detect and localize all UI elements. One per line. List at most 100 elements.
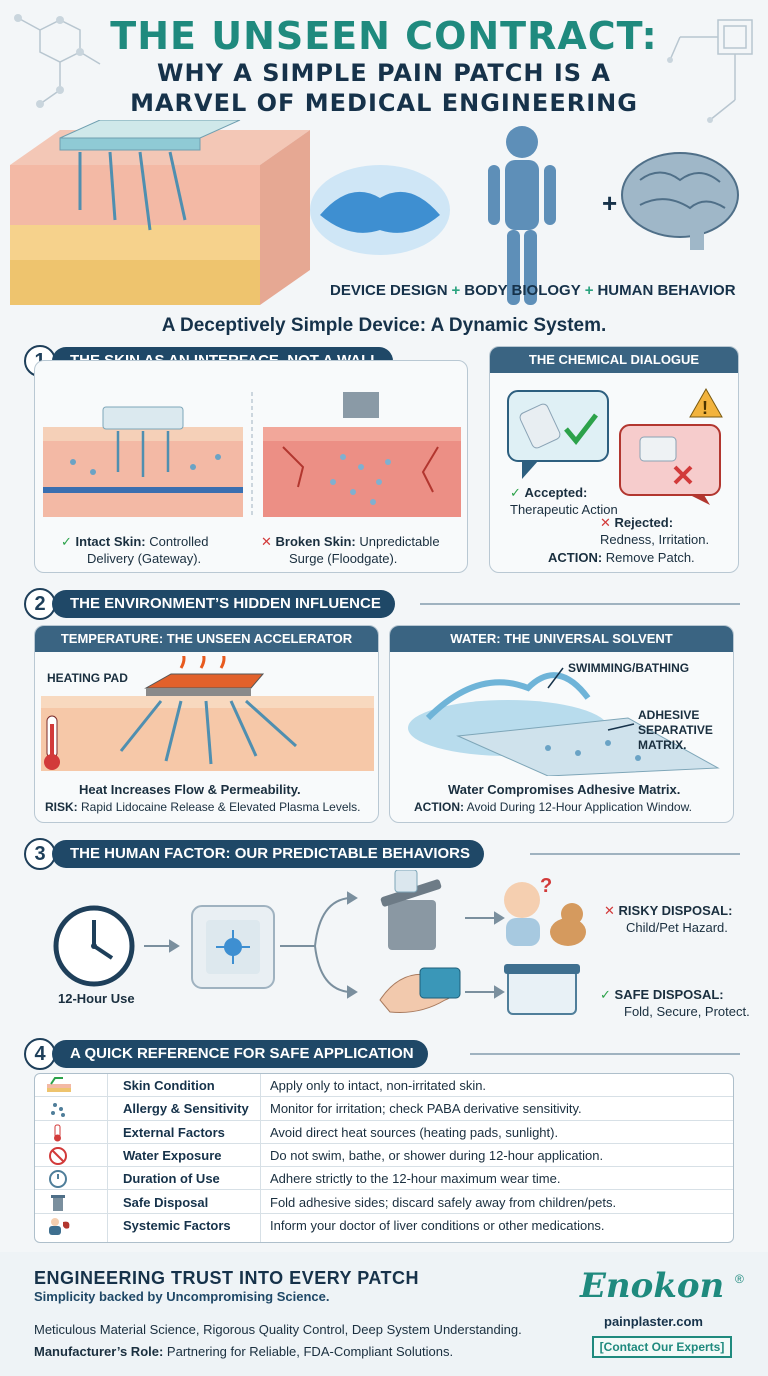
- temperature-risk: RISK: Rapid Lidocaine Release & Elevated…: [45, 799, 361, 816]
- chemical-dialogue-card: THE CHEMICAL DIALOGUE ! ✓ Accepted: Ther…: [489, 346, 739, 573]
- table-divider: [260, 1074, 261, 1242]
- adhesive-label: ADHESIVE SEPARATIVE MATRIX.: [638, 708, 713, 753]
- section-3-title: THE HUMAN FACTOR: OUR PREDICTABLE BEHAVI…: [52, 840, 485, 868]
- water-card: WATER: THE UNIVERSAL SOLVENT SWIMMING/BA…: [389, 625, 734, 823]
- row-description: Monitor for irritation; check PABA deriv…: [270, 1101, 582, 1117]
- risky-disposal: ✕ RISKY DISPOSAL: Child/Pet Hazard.: [604, 902, 732, 936]
- skin-block-icon: [10, 120, 310, 305]
- accepted-bubble-icon: [507, 390, 609, 479]
- swimming-label: SWIMMING/BATHING: [568, 661, 690, 675]
- skin-layers-icon: [47, 1077, 71, 1092]
- heating-pad-icon: [144, 656, 265, 696]
- timer-icon: [49, 1170, 67, 1189]
- skin-comparison-illustration: [43, 392, 461, 517]
- molecule-icon: [14, 14, 101, 108]
- temperature-title: TEMPERATURE: THE UNSEEN ACCELERATOR: [35, 626, 378, 652]
- hand-folding-patch-icon: [379, 967, 461, 1013]
- cross-icon: ✕: [604, 903, 615, 918]
- doctor-liver-icon: [49, 1217, 70, 1235]
- manufacturer-role-label: Manufacturer’s Role:: [34, 1344, 164, 1359]
- section-3-divider: [530, 853, 740, 855]
- section-3-number: 3: [24, 838, 56, 870]
- website-link[interactable]: painplaster.com: [604, 1314, 703, 1329]
- human-factor-flow: [53, 870, 505, 1013]
- accepted-label: Accepted:: [524, 485, 588, 500]
- row-label: Safe Disposal: [123, 1194, 209, 1210]
- table-row: Skin Condition Apply only to intact, non…: [35, 1074, 733, 1098]
- question-mark-icon: ?: [540, 875, 552, 897]
- quick-reference-table: Skin Condition Apply only to intact, non…: [34, 1073, 734, 1243]
- table-row: Water Exposure Do not swim, bathe, or sh…: [35, 1144, 733, 1168]
- system-subtitle: A Deceptively Simple Device: A Dynamic S…: [161, 315, 607, 336]
- water-title: WATER: THE UNIVERSAL SOLVENT: [390, 626, 733, 652]
- dialogue-bubbles-illustration: !: [507, 387, 723, 505]
- main-subtitle-line2: MARVEL OF MEDICAL ENGINEERING: [130, 89, 638, 117]
- main-title: THE UNSEEN CONTRACT:: [110, 14, 658, 58]
- row-label: Allergy & Sensitivity: [123, 1101, 249, 1117]
- rejected-caption: ✕ Rejected: Redness, Irritation.: [600, 514, 709, 548]
- main-subtitle-line1: WHY A SIMPLE PAIN PATCH IS A: [157, 59, 611, 87]
- rejected-label: Rejected:: [614, 515, 674, 530]
- check-icon: ✓: [600, 987, 611, 1002]
- clock-icon: [53, 905, 135, 987]
- table-row: Duration of Use Adhere strictly to the 1…: [35, 1167, 733, 1191]
- child-pet-icon: ?: [504, 875, 586, 946]
- manufacturer-role: Manufacturer’s Role: Partnering for Reli…: [34, 1344, 453, 1359]
- patch-peeling-icon: [456, 717, 720, 776]
- water-action-label: ACTION:: [414, 800, 464, 814]
- intact-skin-label: Intact Skin:: [75, 534, 146, 549]
- cross-icon: ✕: [600, 515, 611, 530]
- section-4-divider: [470, 1053, 740, 1055]
- table-row: Safe Disposal Fold adhesive sides; disca…: [35, 1191, 733, 1214]
- footer-line: Meticulous Material Science, Rigorous Qu…: [34, 1322, 522, 1337]
- circuit-chip-icon: [667, 19, 753, 123]
- chemical-action-text: Remove Patch.: [602, 550, 695, 565]
- row-description: Do not swim, bathe, or shower during 12-…: [270, 1147, 604, 1163]
- row-description: Adhere strictly to the 12-hour maximum w…: [270, 1171, 561, 1187]
- brand-logo: Enokon: [580, 1266, 725, 1306]
- adhesive-label-3: MATRIX.: [638, 738, 687, 752]
- system-formula: DEVICE DESIGN+BODY BIOLOGY+HUMAN BEHAVIO…: [330, 282, 760, 299]
- row-description: Avoid direct heat sources (heating pads,…: [270, 1124, 559, 1140]
- contact-experts-button[interactable]: [Contact Our Experts]: [592, 1336, 732, 1358]
- thermometer-icon: [44, 715, 60, 770]
- thermometer-icon: [54, 1124, 61, 1142]
- safe-disposal: ✓ SAFE DISPOSAL: Fold, Secure, Protect.: [600, 986, 750, 1020]
- row-label: Systemic Factors: [123, 1217, 231, 1233]
- accepted-text: Therapeutic Action: [510, 502, 618, 517]
- warning-icon: !: [702, 398, 708, 418]
- temperature-risk-label: RISK:: [45, 800, 78, 814]
- main-subtitle: WHY A SIMPLE PAIN PATCH IS A MARVEL OF M…: [0, 58, 768, 118]
- safe-disposal-text: Fold, Secure, Protect.: [624, 1004, 750, 1019]
- intact-skin-caption: ✓ Intact Skin: Controlled Delivery (Gate…: [61, 533, 208, 567]
- chemical-dialogue-title: THE CHEMICAL DIALOGUE: [490, 347, 738, 373]
- section-2-divider: [420, 603, 740, 605]
- adhesive-label-1: ADHESIVE: [638, 708, 700, 722]
- trash-bin-icon: [51, 1194, 65, 1211]
- heat-illustration: [41, 656, 374, 771]
- water-action-text: Avoid During 12-Hour Application Window.: [464, 800, 692, 814]
- risky-disposal-label: RISKY DISPOSAL:: [618, 903, 733, 918]
- temperature-line: Heat Increases Flow & Permeability.: [79, 782, 301, 797]
- water-action: ACTION: Avoid During 12-Hour Application…: [414, 799, 692, 816]
- outcome-illustrations: ?: [504, 875, 586, 1015]
- adhesive-label-2: SEPARATIVE: [638, 723, 713, 737]
- registered-mark: ®: [735, 1272, 744, 1286]
- safe-disposal-label: SAFE DISPOSAL:: [614, 987, 724, 1002]
- row-label: Water Exposure: [123, 1147, 222, 1163]
- formula-plus-2: +: [584, 282, 594, 299]
- broken-skin-icon: [263, 392, 461, 517]
- row-description: Inform your doctor of liver conditions o…: [270, 1217, 605, 1233]
- rejected-bubble-icon: !: [619, 387, 723, 505]
- plus-sign: +: [602, 188, 617, 218]
- storage-container-icon: [504, 964, 580, 1015]
- row-description: Fold adhesive sides; discard safely away…: [270, 1194, 617, 1210]
- formula-plus-1: +: [451, 282, 461, 299]
- footer-title: ENGINEERING TRUST INTO EVERY PATCH: [34, 1268, 420, 1288]
- risky-disposal-text: Child/Pet Hazard.: [626, 920, 728, 935]
- skin-interface-card: ✓ Intact Skin: Controlled Delivery (Gate…: [34, 360, 468, 573]
- table-divider: [107, 1074, 108, 1242]
- row-label: Skin Condition: [123, 1078, 215, 1093]
- row-label: Duration of Use: [123, 1171, 220, 1187]
